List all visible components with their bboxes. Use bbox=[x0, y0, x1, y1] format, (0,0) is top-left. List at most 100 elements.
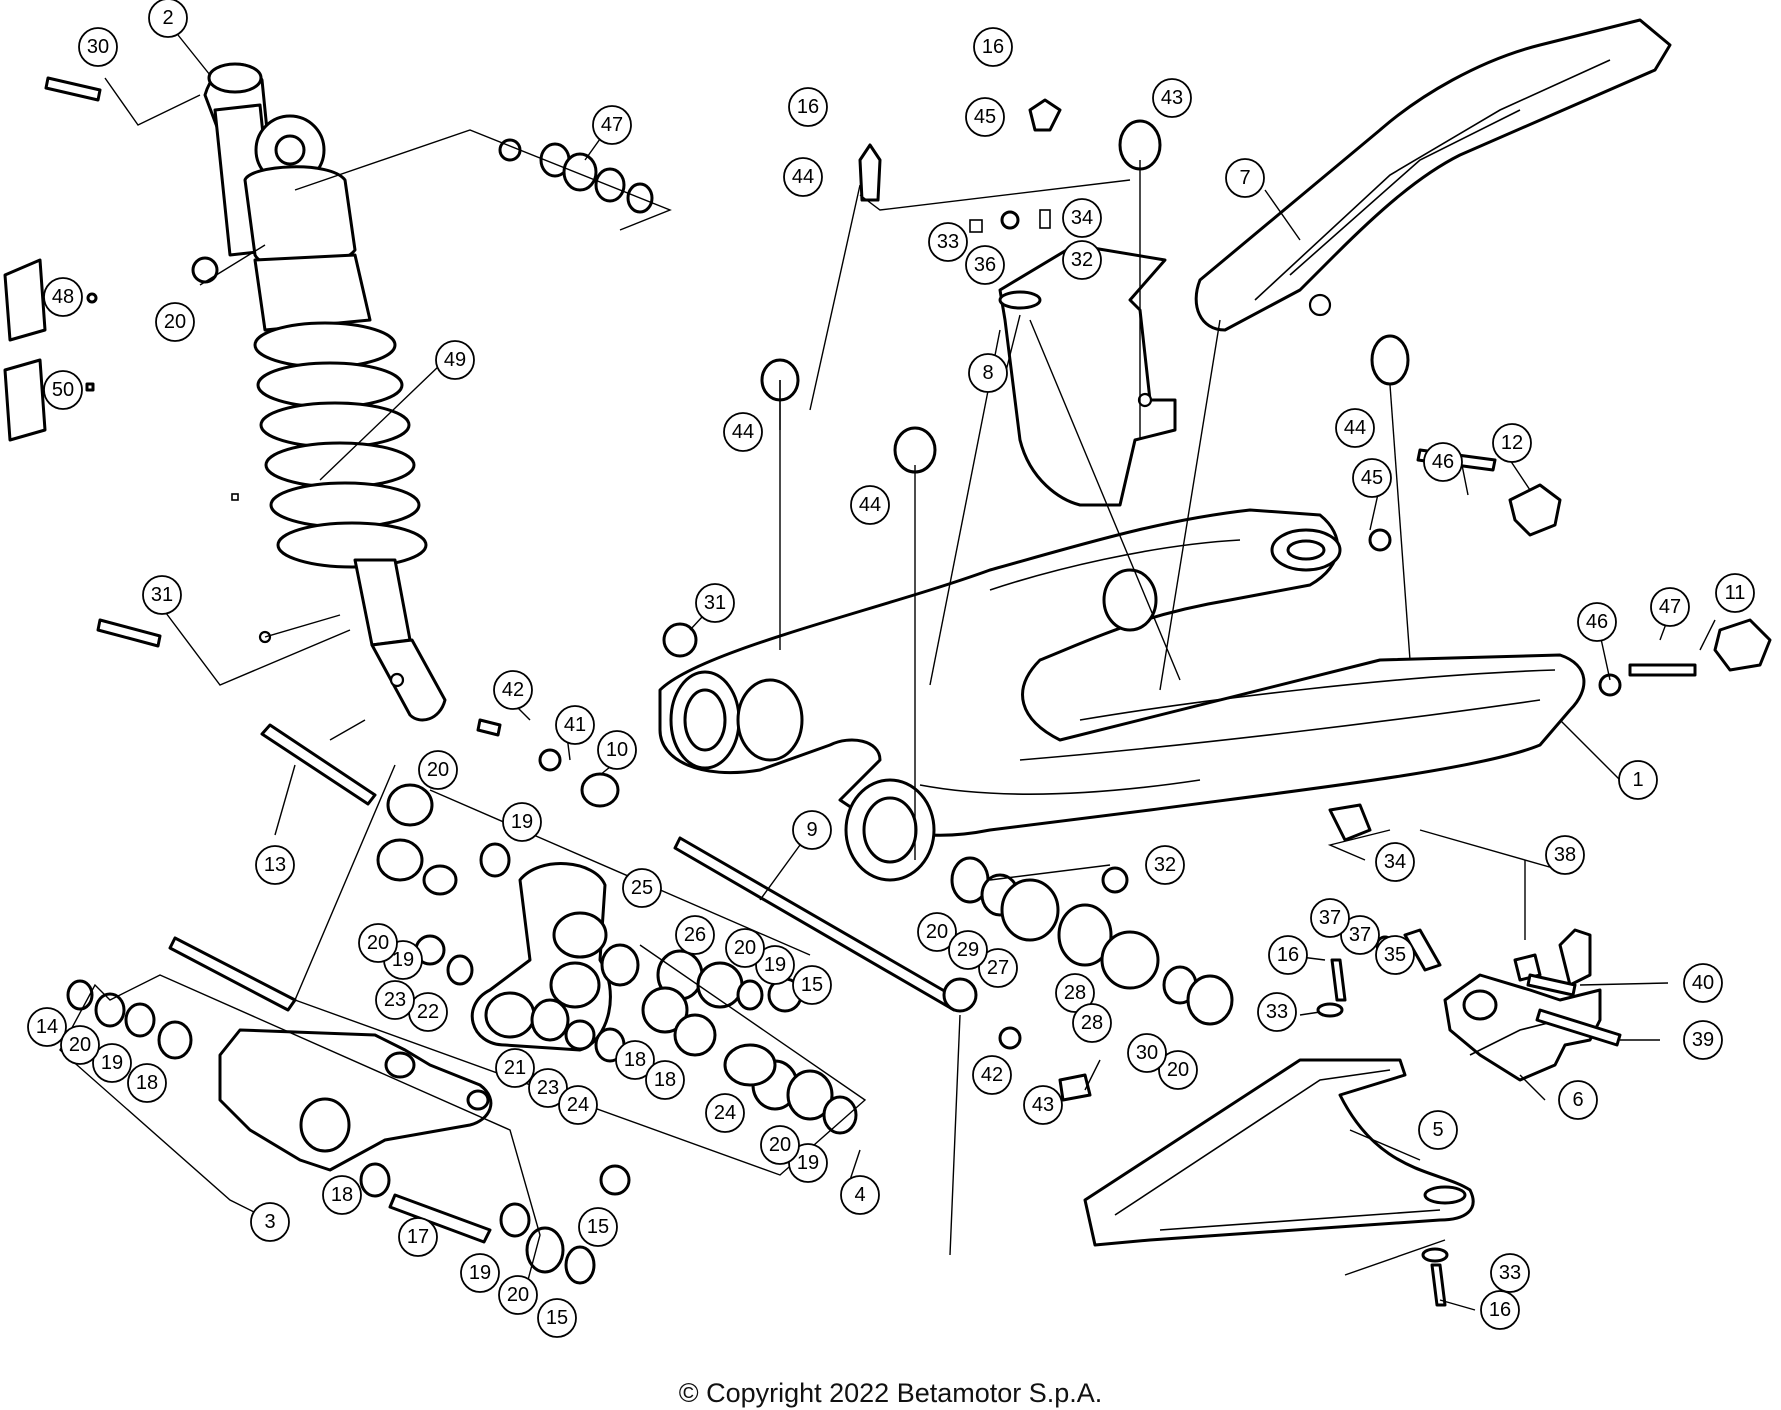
svg-text:50: 50 bbox=[52, 379, 74, 401]
svg-text:20: 20 bbox=[367, 932, 389, 954]
svg-text:35: 35 bbox=[1384, 944, 1406, 966]
svg-text:20: 20 bbox=[926, 921, 948, 943]
svg-text:21: 21 bbox=[504, 1057, 526, 1079]
svg-text:22: 22 bbox=[417, 1001, 439, 1023]
svg-text:19: 19 bbox=[392, 949, 414, 971]
svg-text:43: 43 bbox=[1161, 87, 1183, 109]
callout-15: 15 bbox=[578, 1207, 618, 1247]
svg-text:42: 42 bbox=[981, 1064, 1003, 1086]
callout-43: 43 bbox=[1023, 1085, 1063, 1125]
svg-text:49: 49 bbox=[444, 349, 466, 371]
svg-text:26: 26 bbox=[684, 924, 706, 946]
svg-text:33: 33 bbox=[937, 231, 959, 253]
lower-chain-slider bbox=[1083, 1058, 1475, 1247]
svg-text:16: 16 bbox=[797, 96, 819, 118]
callout-37: 36 bbox=[965, 245, 1005, 285]
leader-lines bbox=[59, 34, 1716, 1311]
callouts: 1 2 3 4 5 6 7 8 9 10 11 12 13 14 15 15 1… bbox=[27, 0, 1755, 1338]
callout-12: 12 bbox=[1492, 423, 1532, 463]
callout-22: 21 bbox=[495, 1048, 535, 1088]
callout-49: 48 bbox=[43, 277, 83, 317]
svg-text:15: 15 bbox=[546, 1307, 568, 1329]
svg-text:20: 20 bbox=[69, 1034, 91, 1056]
callout-6: 6 bbox=[1558, 1080, 1598, 1120]
svg-text:45: 45 bbox=[974, 106, 996, 128]
svg-text:18: 18 bbox=[654, 1069, 676, 1091]
callout-35: 34 bbox=[1375, 842, 1415, 882]
callout-19: 19 bbox=[755, 945, 795, 985]
svg-text:43: 43 bbox=[1032, 1094, 1054, 1116]
svg-text:15: 15 bbox=[801, 974, 823, 996]
svg-text:20: 20 bbox=[427, 759, 449, 781]
callout-14: 14 bbox=[27, 1007, 67, 1047]
callout-21: 20 bbox=[155, 302, 195, 342]
callout-16: 16 bbox=[1480, 1290, 1520, 1330]
svg-text:40: 40 bbox=[1692, 972, 1714, 994]
svg-text:4: 4 bbox=[854, 1184, 865, 1206]
callout-20: 20 bbox=[358, 923, 398, 963]
svg-text:20: 20 bbox=[1167, 1059, 1189, 1081]
svg-text:16: 16 bbox=[1489, 1299, 1511, 1321]
callout-39: 38 bbox=[1545, 835, 1585, 875]
svg-text:11: 11 bbox=[1725, 582, 1746, 604]
callout-33: 33 bbox=[1490, 1253, 1530, 1293]
callout-32: 32 bbox=[1145, 845, 1185, 885]
swingarm bbox=[658, 508, 1586, 882]
svg-text:20: 20 bbox=[164, 311, 186, 333]
callout-30: 29 bbox=[948, 930, 988, 970]
svg-text:25: 25 bbox=[631, 877, 653, 899]
callout-25: 24 bbox=[705, 1093, 745, 1133]
callout-36: 35 bbox=[1375, 935, 1415, 975]
svg-text:28: 28 bbox=[1064, 982, 1086, 1004]
svg-text:12: 12 bbox=[1501, 432, 1523, 454]
callout-47: 47 bbox=[1650, 587, 1690, 627]
svg-text:19: 19 bbox=[797, 1152, 819, 1174]
callout-16: 16 bbox=[973, 27, 1013, 67]
callout-44: 44 bbox=[1335, 408, 1375, 448]
svg-text:18: 18 bbox=[624, 1049, 646, 1071]
svg-text:44: 44 bbox=[859, 494, 881, 516]
callout-34: 33 bbox=[928, 222, 968, 262]
svg-text:3: 3 bbox=[264, 1211, 275, 1233]
svg-text:19: 19 bbox=[469, 1262, 491, 1284]
callout-18: 18 bbox=[615, 1040, 655, 1080]
svg-text:24: 24 bbox=[567, 1094, 589, 1116]
callout-40: 39 bbox=[1683, 1020, 1723, 1060]
callout-28: 27 bbox=[978, 948, 1018, 988]
chain-slider bbox=[1194, 18, 1672, 332]
svg-text:31: 31 bbox=[704, 592, 726, 614]
callout-5: 5 bbox=[1418, 1110, 1458, 1150]
svg-text:45: 45 bbox=[1361, 467, 1383, 489]
callout-42: 41 bbox=[555, 705, 595, 745]
callout-45: 44 bbox=[783, 157, 823, 197]
svg-text:13: 13 bbox=[264, 854, 286, 876]
callout-17: 17 bbox=[398, 1217, 438, 1257]
callout-20: 20 bbox=[498, 1275, 538, 1315]
callout-8: 8 bbox=[968, 353, 1008, 393]
svg-text:20: 20 bbox=[769, 1134, 791, 1156]
callout-34: 34 bbox=[1062, 198, 1102, 238]
svg-text:37: 37 bbox=[1349, 924, 1371, 946]
svg-text:24: 24 bbox=[714, 1102, 736, 1124]
callout-31: 31 bbox=[142, 575, 182, 615]
bolts-and-pins bbox=[44, 76, 1697, 1244]
svg-text:2: 2 bbox=[162, 7, 173, 29]
svg-text:44: 44 bbox=[792, 166, 814, 188]
rear-guard bbox=[998, 243, 1177, 507]
exploded-parts-diagram: 1 2 3 4 5 6 7 8 9 10 11 12 13 14 15 15 1… bbox=[3, 0, 1772, 1338]
linkage-rocker bbox=[470, 862, 612, 1052]
callout-19: 19 bbox=[788, 1143, 828, 1183]
callout-44: 43 bbox=[1152, 78, 1192, 118]
svg-text:19: 19 bbox=[511, 811, 533, 833]
callout-9: 9 bbox=[792, 810, 832, 850]
callout-15: 15 bbox=[537, 1298, 577, 1338]
svg-text:32: 32 bbox=[1071, 249, 1093, 271]
svg-text:18: 18 bbox=[331, 1184, 353, 1206]
svg-text:39: 39 bbox=[1692, 1029, 1714, 1051]
callout-45: 45 bbox=[965, 97, 1005, 137]
callout-15: 15 bbox=[792, 965, 832, 1005]
svg-text:16: 16 bbox=[982, 36, 1004, 58]
callout-19: 19 bbox=[92, 1043, 132, 1083]
svg-text:44: 44 bbox=[1344, 417, 1366, 439]
callout-11: 11 bbox=[1715, 573, 1755, 613]
